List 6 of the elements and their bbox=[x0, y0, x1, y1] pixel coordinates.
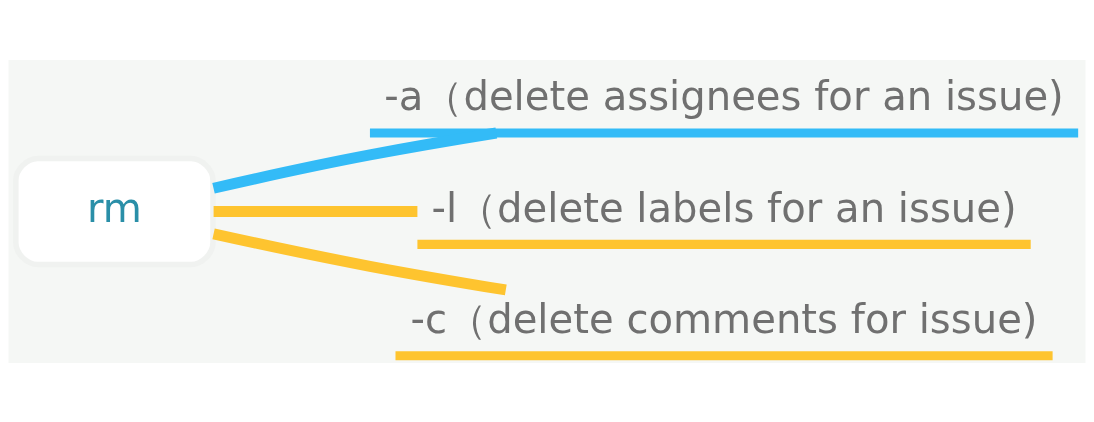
connector bbox=[213, 205, 418, 217]
node-text: -a（delete assignees for an issue) bbox=[384, 72, 1064, 119]
connector bbox=[212, 227, 507, 295]
connector bbox=[212, 127, 498, 194]
node-text: -c（delete comments for issue) bbox=[410, 295, 1038, 342]
node-text: -l（delete labels for an issue) bbox=[431, 184, 1017, 231]
